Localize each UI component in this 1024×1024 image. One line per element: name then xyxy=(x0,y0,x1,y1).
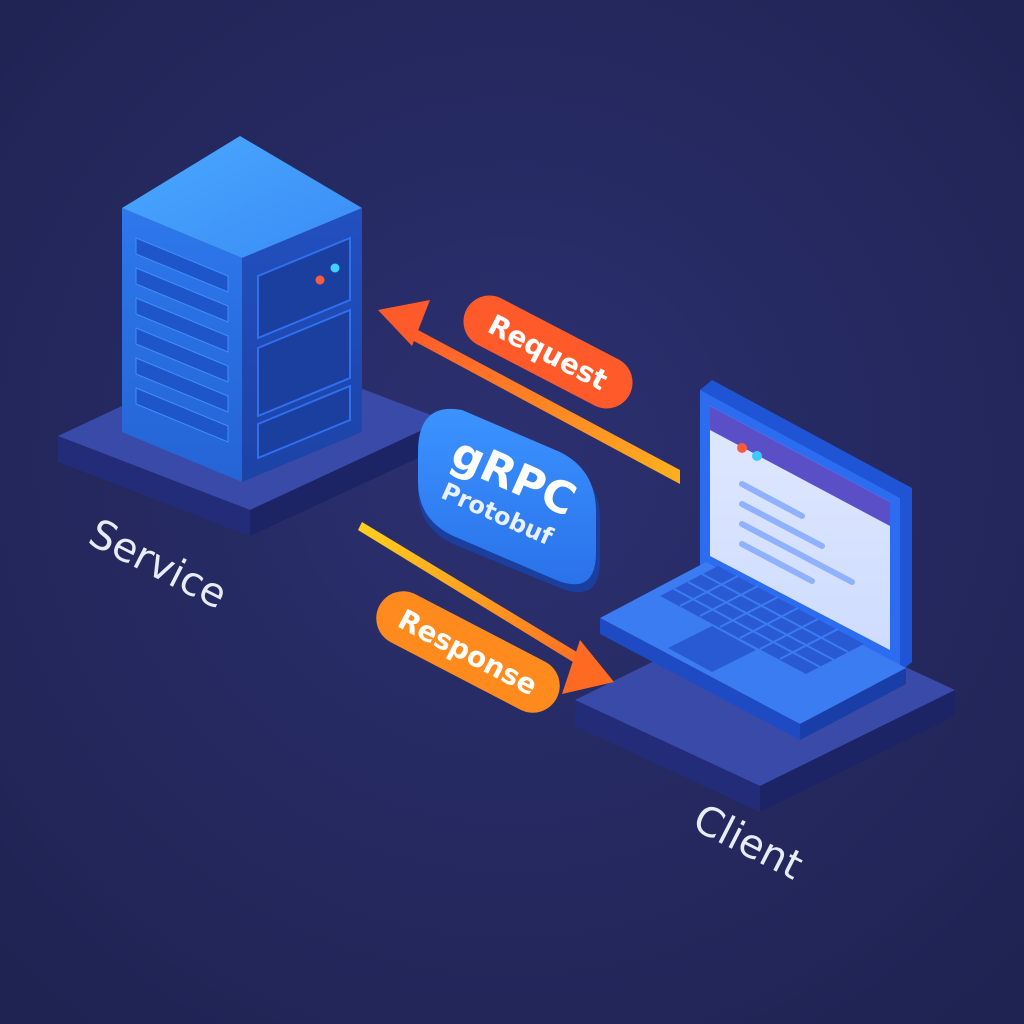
response-arrow xyxy=(358,522,614,694)
window-dot-cyan xyxy=(752,451,762,461)
arrow-right-icon xyxy=(562,640,614,694)
request-arrow xyxy=(378,300,680,484)
keyboard-grid xyxy=(673,573,849,668)
laptop-screen xyxy=(710,406,890,650)
laptop-touchpad xyxy=(668,626,756,672)
server-icon xyxy=(122,136,362,482)
arrow-left-icon xyxy=(378,300,430,346)
laptop-icon xyxy=(600,380,912,740)
server-led-cyan xyxy=(330,263,340,273)
grpc-badge: gRPC Protobuf xyxy=(418,408,600,593)
screen-header xyxy=(710,406,890,526)
server-vents xyxy=(135,237,229,443)
server-led-red xyxy=(315,275,325,285)
screen-lines xyxy=(739,481,855,585)
response-arrow-shaft xyxy=(358,522,590,670)
server-panels xyxy=(257,236,351,460)
laptop-keyboard xyxy=(660,566,864,674)
request-arrow-shaft xyxy=(412,330,680,484)
window-dot-red xyxy=(737,443,747,453)
